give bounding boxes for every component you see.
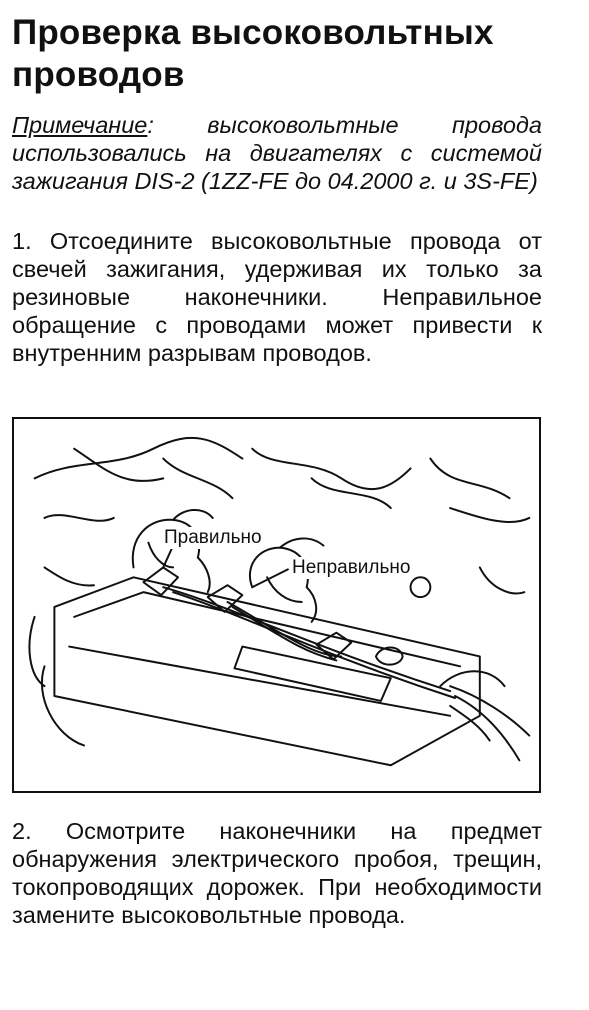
step-2-text: 2. Осмотрите наконечники на предмет обна… — [12, 818, 542, 928]
figure-ignition-wires: Правильно Неправильно — [12, 417, 541, 793]
note-paragraph: Примечание: высоковольтные прово­да испо… — [12, 111, 542, 195]
page-title: Проверка высоковольт­ных проводов — [12, 13, 494, 94]
engine-illustration — [28, 436, 531, 767]
label-correct: Правильно — [162, 527, 264, 549]
note-text: : высоковольтные прово­да использовались… — [12, 112, 542, 194]
step-1-text: 1. Отсоедините высоковольтные про­вода о… — [12, 228, 542, 366]
note-label: Примечание — [12, 112, 148, 138]
label-incorrect: Неправильно — [290, 557, 413, 579]
